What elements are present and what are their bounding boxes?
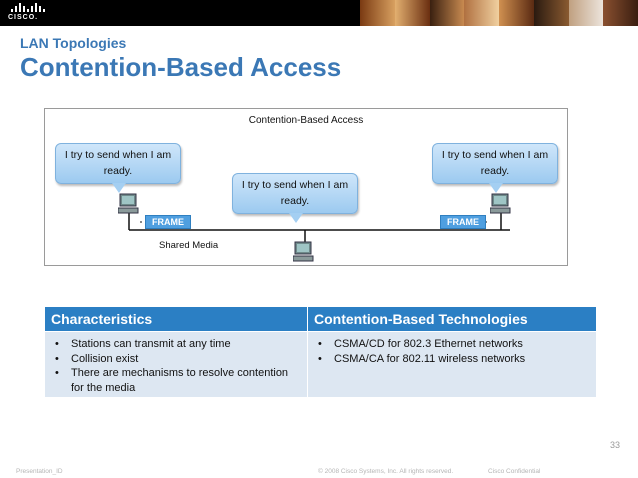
shared-media-label: Shared Media — [159, 240, 219, 251]
cisco-bars-icon — [11, 3, 48, 12]
table-header-characteristics: Characteristics — [45, 307, 307, 331]
topology-diagram: Contention-Based Access I try to send wh… — [44, 108, 568, 266]
speech-bubble-center: I try to send when I am ready. — [232, 173, 358, 223]
table-cell-technologies: CSMA/CD for 802.3 Ethernet networks CSMA… — [308, 332, 596, 397]
bubble-tail — [289, 213, 303, 223]
table-cell-characteristics: Stations can transmit at any time Collis… — [45, 332, 307, 397]
computer-icon-left — [118, 193, 139, 214]
computer-icon-right — [490, 193, 511, 214]
cisco-logo: CISCO. — [8, 3, 48, 23]
computer-icon-center — [293, 241, 314, 262]
comparison-table: Characteristics Contention-Based Technol… — [45, 307, 596, 397]
page-number: 33 — [609, 440, 620, 450]
frame-label-right: FRAME — [440, 215, 486, 229]
photo-strip — [360, 0, 638, 26]
list-item: Stations can transmit at any time — [51, 337, 301, 352]
list-item: CSMA/CD for 802.3 Ethernet networks — [314, 337, 590, 352]
shared-media-lines — [128, 211, 510, 243]
bubble-center-text: I try to send when I am ready. — [241, 179, 349, 207]
confidential-label: Cisco Confidential — [488, 468, 541, 475]
bubble-right-text: I try to send when I am ready. — [441, 149, 549, 177]
page-title: Contention-Based Access — [20, 52, 342, 82]
bubble-tail — [489, 183, 503, 193]
presentation-id: Presentation_ID — [16, 468, 63, 475]
speech-bubble-left: I try to send when I am ready. — [55, 143, 181, 193]
list-item: There are mechanisms to resolve contenti… — [51, 366, 301, 395]
list-item: Collision exist — [51, 352, 301, 367]
cisco-logo-text: CISCO. — [8, 14, 39, 21]
list-item: CSMA/CA for 802.11 wireless networks — [314, 352, 590, 367]
speech-bubble-right: I try to send when I am ready. — [432, 143, 558, 193]
diagram-title: Contention-Based Access — [248, 115, 364, 126]
section-subtitle: LAN Topologies — [20, 35, 127, 51]
bubble-left-text: I try to send when I am ready. — [64, 149, 172, 177]
copyright-text: © 2008 Cisco Systems, Inc. All rights re… — [318, 468, 454, 475]
bubble-tail — [112, 183, 126, 193]
top-banner: CISCO. — [0, 0, 638, 26]
frame-label-left: FRAME — [145, 215, 191, 229]
table-header-technologies: Contention-Based Technologies — [308, 307, 596, 331]
